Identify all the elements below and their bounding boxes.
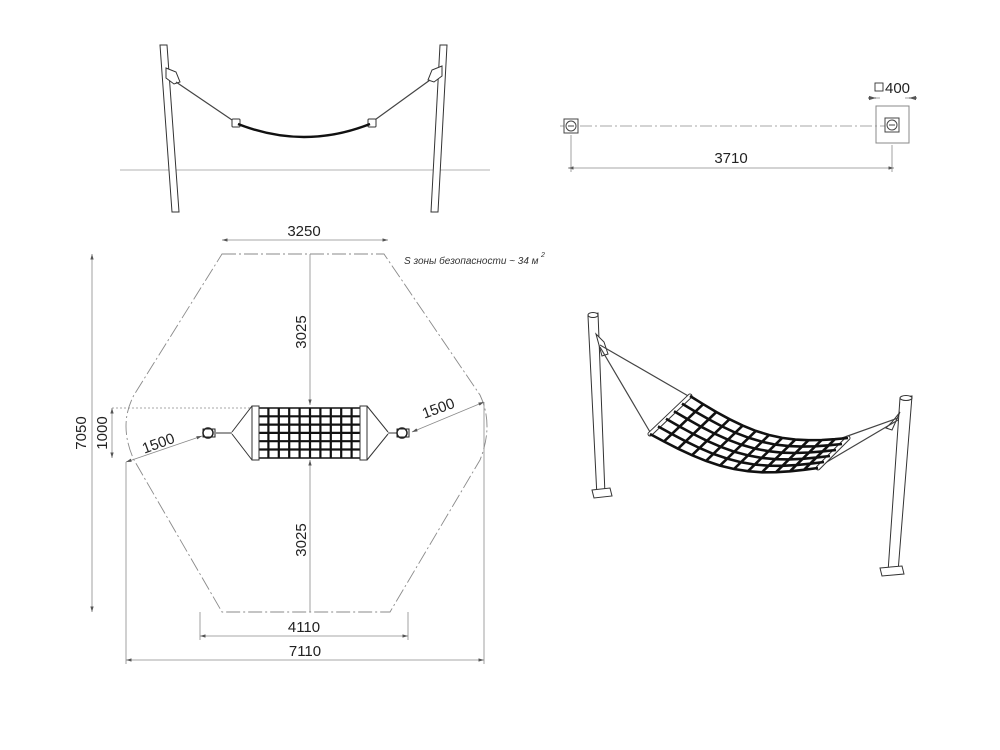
dim-total-width: 7110 (289, 643, 321, 660)
dim-side-right: 1500 (420, 395, 457, 422)
right-rope (371, 79, 431, 123)
safety-zone-exponent: 2 (540, 252, 545, 259)
dim-upper-half: 3025 (293, 315, 310, 348)
dim-total-depth: 7050 (73, 416, 90, 449)
dim-net-width: 1000 (94, 416, 111, 449)
right-post (430, 44, 448, 213)
front-elevation-view (120, 44, 490, 213)
hammock-net-plan (202, 405, 410, 461)
right-rope-bracket (427, 65, 443, 83)
dim-post-distance: 3710 (714, 150, 747, 167)
iso-hammock-net (649, 394, 849, 474)
safety-zone-note: S зоны безопасности ~ 34 м (404, 255, 539, 267)
dim-bottom-width: 4110 (288, 619, 320, 636)
safety-zone-outline (125, 253, 488, 613)
left-rope (175, 81, 236, 123)
left-spreader (231, 118, 241, 128)
safety-zone-plan: 3025 3025 3250 1500 1500 705 (73, 223, 545, 664)
dim-top-width: 3250 (287, 223, 320, 240)
post-plan-view: 400 3710 (560, 80, 917, 172)
left-post (159, 44, 180, 213)
isometric-view (587, 312, 913, 577)
dim-side-left: 1500 (140, 430, 177, 457)
right-foundation-plan (875, 105, 910, 144)
dim-lower-half: 3025 (293, 523, 310, 556)
dim-post-section: 400 (885, 80, 910, 97)
hammock-net-side (237, 122, 371, 139)
right-spreader (367, 118, 377, 128)
